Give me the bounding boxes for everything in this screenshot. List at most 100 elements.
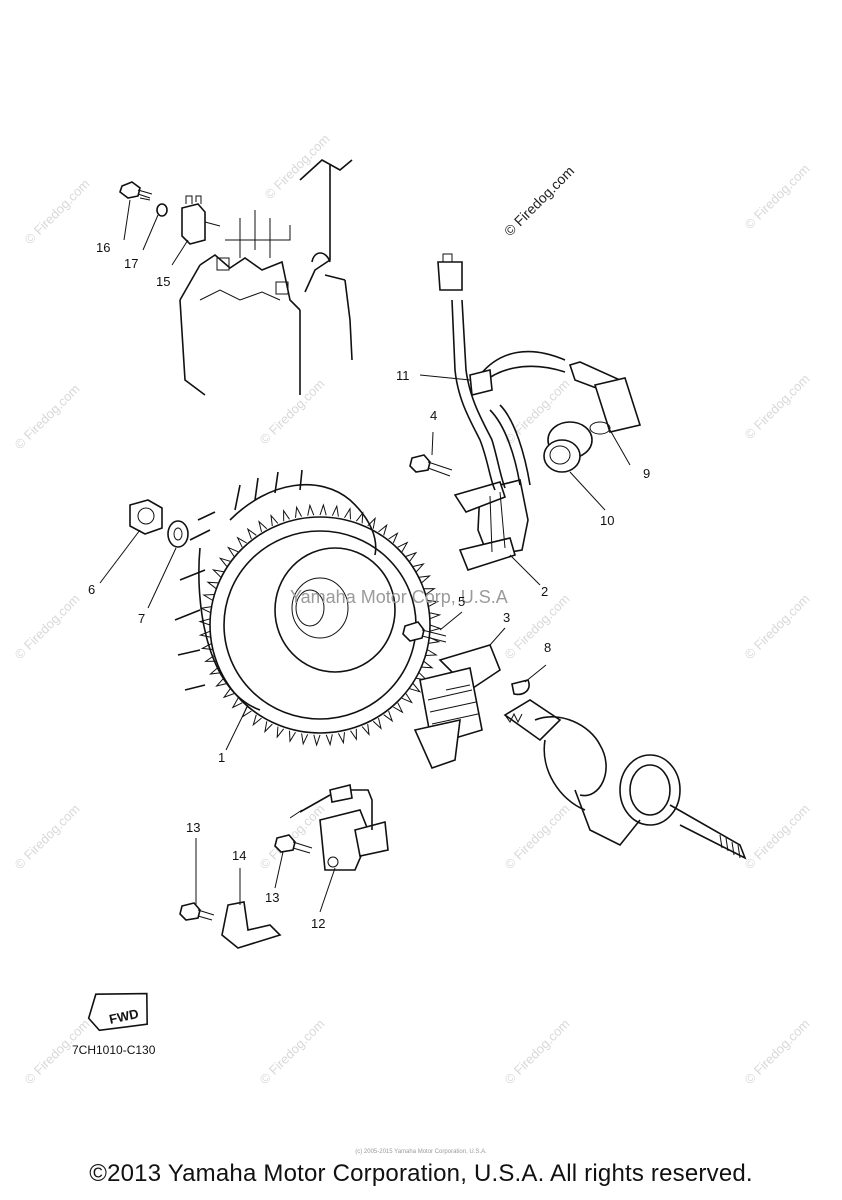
gear-tooth <box>388 531 399 544</box>
engine-housing-drawing <box>179 159 353 396</box>
callout-13-a: 13 <box>186 820 200 835</box>
watermark: © Firedog.com <box>257 1016 328 1087</box>
gear-tooth <box>258 520 268 533</box>
gear-tooth <box>231 698 243 709</box>
watermark: © Firedog.com <box>502 591 573 662</box>
gear-tooth <box>276 726 285 739</box>
gear-tooth <box>246 527 257 540</box>
firedog-stamp: © Firedog.com <box>501 163 577 239</box>
center-watermark: Yamaha Motor Corp, U.S.A <box>290 587 508 607</box>
fwd-arrow: FWD <box>87 992 148 1032</box>
part-13-bolt <box>179 902 215 921</box>
part-10-grommet <box>543 421 593 473</box>
gear-tooth <box>367 516 376 529</box>
gear-tooth <box>215 677 228 687</box>
gear-tooth <box>198 630 211 638</box>
callout-7: 7 <box>138 611 145 626</box>
gear-tooth <box>350 728 357 741</box>
gear-tooth <box>427 600 440 608</box>
callout-3: 3 <box>503 610 510 625</box>
watermark: © Firedog.com <box>22 176 93 247</box>
callout-14: 14 <box>232 848 246 863</box>
gear-tooth <box>199 606 212 614</box>
gear-tooth <box>264 721 273 734</box>
gear-tooth <box>397 541 409 552</box>
gear-tooth <box>412 563 425 573</box>
gear-tooth <box>393 702 404 714</box>
gear-tooth <box>383 710 394 723</box>
part-2-ignition-coil <box>453 479 529 571</box>
watermark: © Firedog.com <box>742 591 813 662</box>
part-1-flywheel <box>174 469 442 747</box>
part-7-washer <box>167 520 189 548</box>
fwd-label: FWD <box>108 1006 140 1027</box>
gear-tooth <box>204 655 217 662</box>
gear-tooth <box>236 536 247 548</box>
watermark: © Firedog.com <box>12 801 83 872</box>
callout-1: 1 <box>218 750 225 765</box>
gear-tooth <box>325 734 333 747</box>
part-3-charge-coil <box>413 644 501 769</box>
gear-tooth <box>208 666 221 675</box>
gear-tooth <box>295 505 303 518</box>
gear-tooth <box>405 551 418 562</box>
callout-2: 2 <box>541 584 548 599</box>
part-6-nut <box>129 499 163 535</box>
part-15-clamp <box>181 195 221 245</box>
watermark: © Firedog.com <box>742 161 813 232</box>
callout-8: 8 <box>544 640 551 655</box>
watermark: © Firedog.com <box>742 371 813 442</box>
gear-tooth <box>226 546 239 557</box>
watermark: © Firedog.com <box>502 1016 573 1087</box>
watermark: © Firedog.com <box>257 801 328 872</box>
gear-tooth <box>289 730 296 743</box>
leader-lines <box>99 199 631 913</box>
callout-5: 5 <box>458 594 465 609</box>
part-8-key <box>511 679 530 696</box>
part-11-lead-wire <box>437 253 566 491</box>
gear-tooth <box>378 523 388 536</box>
gear-tooth <box>319 503 327 516</box>
tiny-notice: (c) 2005-2015 Yamaha Motor Corporation, … <box>355 1149 487 1155</box>
gear-tooth <box>401 693 414 704</box>
part-callouts: 1 2 3 4 5 6 7 8 9 10 11 12 13 13 14 15 1… <box>88 240 650 931</box>
gear-tooth <box>355 511 364 524</box>
watermark: © Firedog.com <box>742 801 813 872</box>
gear-tooth <box>270 513 279 526</box>
callout-11: 11 <box>396 368 410 383</box>
part-9-plug-cap <box>568 361 642 435</box>
gear-tooth <box>344 507 351 520</box>
watermark: © Firedog.com <box>742 1016 813 1087</box>
gear-tooth <box>301 733 309 746</box>
gear-tooth <box>409 683 422 693</box>
part-12-pulser-coil <box>289 784 389 871</box>
part-17-washer <box>156 203 168 217</box>
callout-17: 17 <box>124 256 138 271</box>
watermark: © Firedog.com <box>502 801 573 872</box>
callout-16: 16 <box>96 240 110 255</box>
callout-6: 6 <box>88 582 95 597</box>
part-16-bolt <box>119 181 153 201</box>
gear-tooth <box>313 734 321 747</box>
gear-tooth <box>307 503 315 516</box>
gear-tooth <box>372 717 382 730</box>
watermark: © Firedog.com <box>257 376 328 447</box>
callout-12: 12 <box>311 916 325 931</box>
gear-tooth <box>429 624 442 632</box>
callout-4: 4 <box>430 408 437 423</box>
gear-tooth <box>206 581 219 590</box>
gear-tooth <box>211 569 224 578</box>
gear-tooth <box>425 649 438 656</box>
gear-tooth <box>252 714 262 727</box>
part-5-bolt <box>402 621 447 643</box>
part-4-bolt <box>409 454 453 477</box>
gear-tooth <box>331 504 339 517</box>
watermark: © Firedog.com <box>12 591 83 662</box>
gear-tooth <box>200 642 213 650</box>
part-14-bracket <box>221 901 282 949</box>
gear-tooth <box>283 509 290 522</box>
gear-tooth <box>429 612 442 620</box>
gear-tooth <box>421 660 434 669</box>
gear-teeth <box>198 503 442 747</box>
